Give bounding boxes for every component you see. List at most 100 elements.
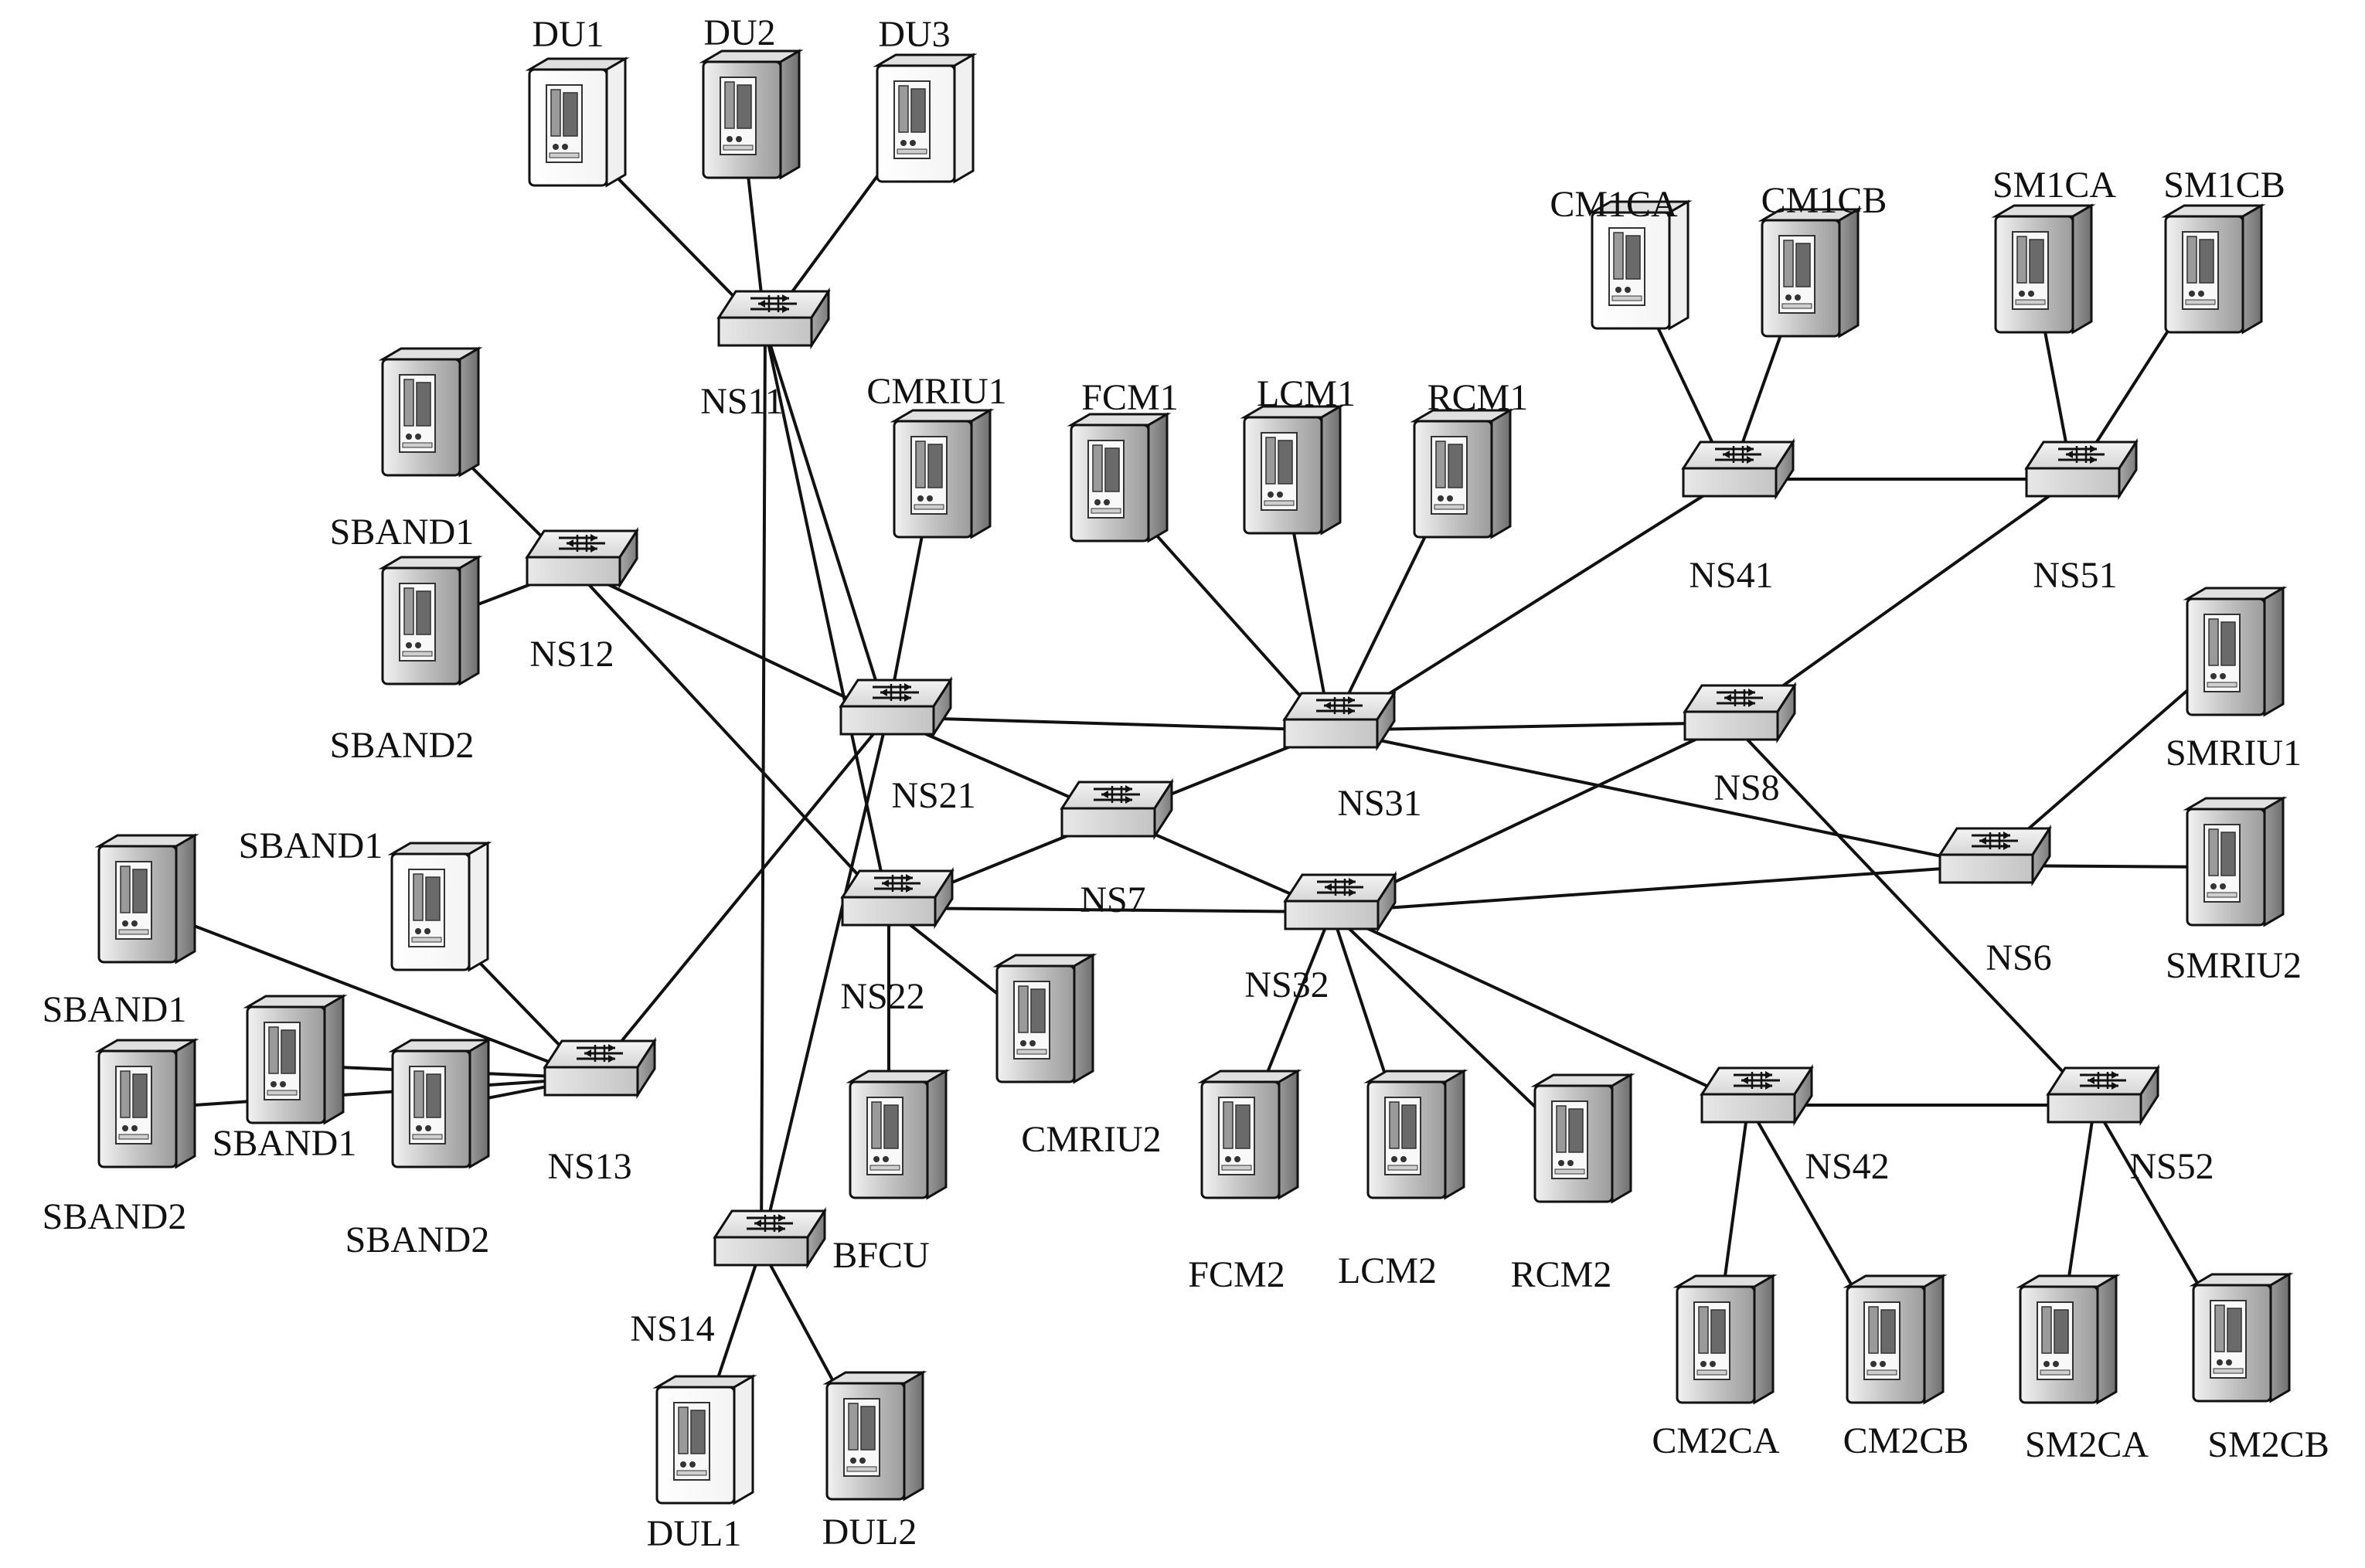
node-label-ns31: NS31 — [1337, 783, 1421, 824]
link-ns32-ns8 — [1331, 721, 1732, 913]
node-label-dul2: DUL2 — [822, 1512, 917, 1553]
link-ns11-ns21 — [764, 328, 889, 718]
server-icon-sb_l1 — [94, 833, 199, 964]
node-label-lcm2: LCM2 — [1338, 1250, 1437, 1291]
switch-icon-ns21 — [839, 675, 953, 739]
server-icon-cmriu2 — [992, 953, 1097, 1084]
server-icon-cm2cb — [1843, 1274, 1948, 1405]
node-label-sm1ca: SM1CA — [1992, 165, 2116, 206]
link-ns31-ns8 — [1330, 721, 1732, 732]
node-label-ns6: NS6 — [1986, 937, 2051, 978]
server-icon-lcm1 — [1240, 404, 1345, 536]
server-icon-du3 — [873, 53, 978, 184]
server-icon-cmriu1 — [890, 408, 995, 539]
server-icon-sm1cb — [2161, 203, 2266, 335]
link-ns31-ns41 — [1329, 478, 1731, 732]
node-label-sb_t1: SBAND1 — [330, 512, 475, 553]
link-ns11-ns22 — [764, 328, 890, 909]
node-label-sm1cb: SM1CB — [2163, 165, 2285, 206]
server-icon-dul1 — [652, 1374, 757, 1505]
switch-icon-ns42 — [1700, 1063, 1814, 1127]
node-label-rcm1: RCM1 — [1428, 377, 1529, 418]
link-ns12-ns22 — [572, 566, 890, 910]
link-ns32-ns6 — [1331, 864, 1987, 913]
node-label-ns13: NS13 — [547, 1146, 631, 1187]
node-label-fcm2: FCM2 — [1188, 1254, 1285, 1295]
switch-icon-ns51 — [2024, 437, 2139, 501]
node-label-ns8: NS8 — [1713, 767, 1779, 808]
node-label-du3: DU3 — [878, 14, 950, 55]
server-icon-cm2ca — [1673, 1274, 1778, 1405]
node-label-fcm1: FCM1 — [1081, 377, 1178, 418]
node-label-ns21: NS21 — [891, 775, 975, 816]
switch-icon-ns11 — [716, 287, 831, 350]
node-label-cm1ca: CM1CA — [1550, 184, 1678, 225]
node-label-ns32: NS32 — [1244, 964, 1329, 1005]
link-ns11-ns14 — [760, 328, 767, 1249]
link-ns8-ns52 — [1730, 721, 2096, 1107]
node-label-smriu2: SMRIU2 — [2166, 945, 2302, 986]
link-ns32-ns42 — [1331, 910, 1749, 1107]
link-ns21-ns31 — [886, 716, 1332, 732]
node-label-ns12: NS12 — [529, 634, 614, 675]
switch-icon-ns32 — [1283, 870, 1397, 934]
server-icon-rcm2 — [1530, 1073, 1635, 1204]
node-label-sm2cb: SM2CB — [2207, 1424, 2329, 1465]
server-icon-lcm2 — [1363, 1069, 1468, 1200]
node-label-sb_m1: SBAND1 — [239, 825, 383, 866]
node-label-du2: DU2 — [703, 12, 775, 53]
server-icon-bfcu — [846, 1069, 951, 1200]
node-label-rcm2: RCM2 — [1511, 1254, 1612, 1295]
server-icon-du2 — [699, 49, 804, 180]
server-icon-fcm1 — [1067, 412, 1172, 543]
node-label-sb_l2: SBAND2 — [43, 1196, 187, 1237]
node-label-cmriu1: CMRIU1 — [866, 371, 1006, 412]
link-ns22-ns32 — [888, 906, 1332, 913]
node-label-ns7: NS7 — [1080, 879, 1145, 920]
node-label-cm2cb: CM2CB — [1843, 1420, 1969, 1461]
node-label-sb_l1: SBAND1 — [43, 989, 187, 1030]
link-ns32-rcm2 — [1330, 910, 1575, 1145]
link-ns51-ns8 — [1730, 478, 2074, 724]
server-icon-fcm2 — [1197, 1069, 1302, 1200]
node-label-ns42: NS42 — [1805, 1146, 1889, 1187]
link-sb_l2-ns13 — [137, 1077, 592, 1111]
server-icon-sm1ca — [1991, 203, 2096, 335]
switch-icon-ns14 — [713, 1206, 827, 1270]
link-ns21-ns14 — [760, 716, 889, 1249]
node-label-cm1cb: CM1CB — [1761, 180, 1887, 221]
node-label-sb_t2: SBAND2 — [330, 725, 475, 766]
node-label-cm2ca: CM2CA — [1652, 1420, 1780, 1461]
node-label-ns51: NS51 — [2033, 555, 2117, 596]
switch-icon-ns41 — [1681, 437, 1795, 501]
server-icon-cm1cb — [1758, 207, 1863, 338]
node-label-sb_c2: SBAND2 — [345, 1219, 490, 1260]
switch-icon-ns12 — [525, 526, 639, 590]
node-label-smriu1: SMRIU1 — [2166, 733, 2302, 774]
server-icon-sm2ca — [2016, 1274, 2121, 1405]
server-icon-sb_t1 — [378, 346, 483, 478]
server-icon-rcm1 — [1410, 408, 1515, 539]
node-label-ns22: NS22 — [840, 976, 924, 1017]
switch-icon-ns31 — [1282, 689, 1397, 752]
node-label-ns11: NS11 — [700, 381, 784, 422]
server-icon-du1 — [525, 56, 630, 188]
switch-icon-ns13 — [543, 1036, 657, 1100]
node-label-bfcu: BFCU — [832, 1235, 929, 1276]
node-label-ns52: NS52 — [2129, 1146, 2214, 1187]
node-label-sm2ca: SM2CA — [2025, 1424, 2149, 1465]
link-sb_l1-ns13 — [137, 903, 592, 1080]
node-label-cmriu2: CMRIU2 — [1021, 1119, 1161, 1160]
link-ns31-ns6 — [1330, 729, 1987, 867]
switch-icon-ns52 — [2046, 1063, 2160, 1127]
server-icon-sb_t2 — [378, 555, 483, 686]
server-icon-sb_c1 — [243, 994, 348, 1125]
switch-icon-ns6 — [1938, 824, 2052, 887]
node-label-ns14: NS14 — [630, 1308, 714, 1349]
node-label-sb_c1: SBAND1 — [213, 1123, 357, 1164]
link-ns21-ns13 — [590, 716, 889, 1080]
node-label-dul1: DUL1 — [647, 1513, 742, 1554]
server-icon-cm1ca — [1587, 199, 1693, 331]
server-icon-sb_c2 — [388, 1038, 493, 1169]
